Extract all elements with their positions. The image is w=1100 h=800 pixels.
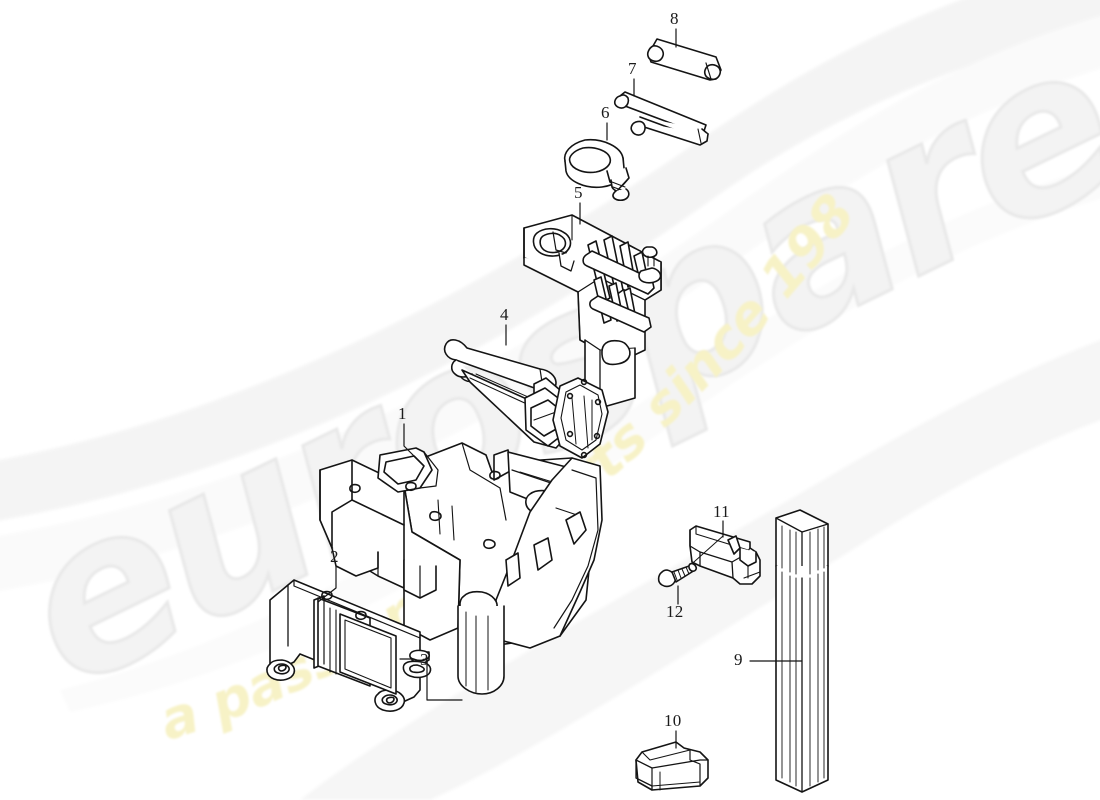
callout-12: 12 — [666, 602, 684, 621]
part-7-wheel-bolt-wrench — [613, 91, 709, 146]
callout-7: 7 — [628, 59, 637, 78]
part-1-toolbox-foam-insert — [319, 442, 603, 695]
callout-9: 9 — [734, 650, 743, 669]
leader-lines — [317, 28, 803, 749]
callout-4: 4 — [500, 305, 509, 324]
callout-1: 1 — [398, 404, 407, 423]
part-9-warning-triangle-case — [775, 509, 829, 793]
part-6-towing-eye — [563, 138, 630, 202]
part-11-holder-bracket — [675, 525, 761, 585]
part-12-fixing-screw — [657, 562, 698, 588]
callout-8: 8 — [670, 9, 679, 28]
callout-2: 2 — [330, 547, 339, 566]
callout-3: 3 — [420, 650, 429, 669]
part-3-grommet-nut — [402, 649, 432, 679]
part-4-jack-crank-handle — [443, 339, 609, 459]
part-8-extension-tube — [646, 38, 722, 81]
callout-11: 11 — [713, 502, 730, 521]
callout-6: 6 — [601, 103, 610, 122]
part-10-retaining-clip — [635, 741, 709, 791]
part-2-retaining-bracket — [266, 579, 421, 712]
callout-5: 5 — [574, 183, 583, 202]
part-5-scissor-jack — [523, 214, 662, 409]
callout-10: 10 — [664, 711, 682, 730]
